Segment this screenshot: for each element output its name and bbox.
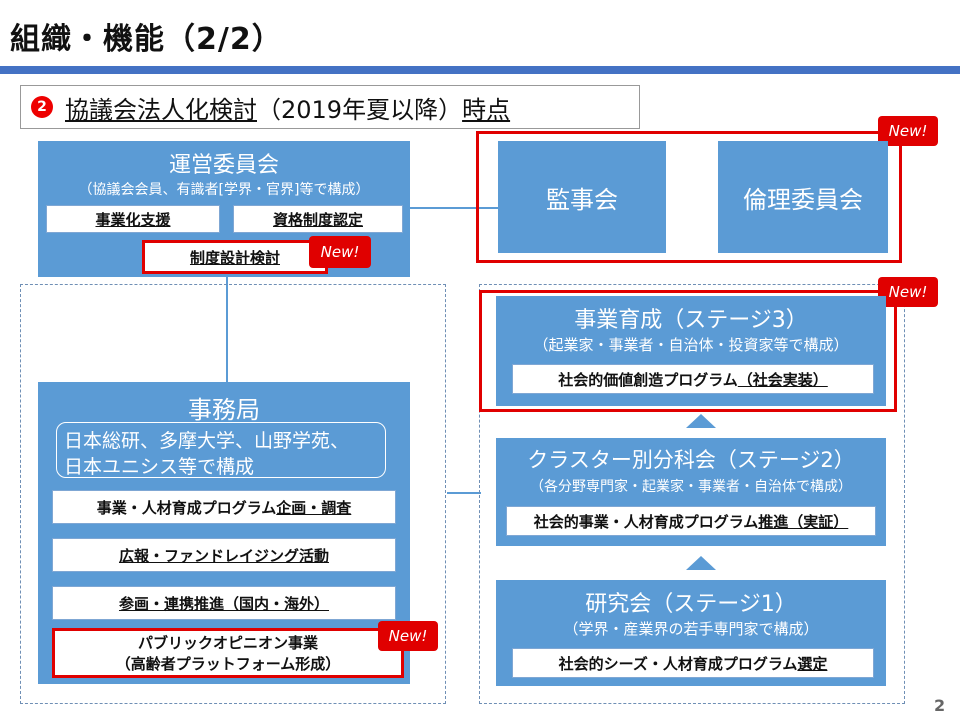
steering-committee-box: 運営委員会 （協議会会員、有識者[学界・官界]等で構成） 事業化支援 資格制度認…: [38, 141, 410, 277]
secretariat-item-pr: 広報・ファンドレイジング活動: [52, 538, 396, 572]
new-badge: New!: [878, 116, 938, 146]
new-badge: New!: [378, 621, 438, 651]
auditors-label: 監事会: [546, 185, 618, 214]
item-label-underlined: 広報・ファンドレイジング活動: [118, 546, 329, 565]
secretariat-item-public-opinion: パブリックオピニオン事業 （高齢者プラットフォーム形成）: [52, 628, 404, 678]
board-item-certification: 資格制度認定: [233, 205, 403, 233]
program-label-underlined: 選定: [797, 654, 828, 673]
stage2-box: クラスター別分科会（ステージ2） （各分野専門家・起業家・事業者・自治体で構成）…: [496, 438, 886, 546]
item-label-underlined: 参画・連携推進（国内・海外）: [118, 594, 329, 613]
secretariat-dashed-frame: [20, 284, 446, 704]
program-label-underlined: 推進（実証）: [758, 512, 849, 531]
section-number-badge: 2: [31, 96, 53, 118]
section-heading: 協議会法人化検討（2019年夏以降）時点: [65, 90, 510, 125]
new-badge: New!: [309, 236, 371, 268]
stage3-program: 社会的価値創造プログラム（社会実装）: [512, 364, 874, 394]
ethics-committee-label: 倫理委員会: [743, 185, 863, 214]
secretariat-members-bracket: [56, 422, 386, 478]
stage2-title: クラスター別分科会（ステージ2）: [527, 448, 855, 472]
secretariat-title: 事務局: [188, 396, 260, 424]
board-item-label: 資格制度認定: [272, 210, 363, 229]
item-label-underlined: 企画・調査: [276, 498, 352, 517]
program-label-underlined: （社会実装）: [737, 370, 828, 389]
auditors-box: 監事会: [498, 141, 666, 253]
stage-arrow-up: [686, 556, 716, 570]
steering-committee-subtitle: （協議会会員、有識者[学界・官界]等で構成）: [78, 182, 370, 198]
program-label-plain: 社会的事業・人材育成プログラム: [533, 512, 759, 531]
board-item-label: 制度設計検討: [189, 248, 280, 267]
connector-board-auditors: [410, 207, 498, 209]
stage3-title: 事業育成（ステージ3）: [574, 308, 808, 333]
board-item-label: 事業化支援: [95, 210, 171, 229]
page-number: 2: [934, 696, 946, 715]
stage1-program: 社会的シーズ・人材育成プログラム選定: [512, 648, 874, 678]
board-item-system-design: 制度設計検討: [142, 240, 328, 274]
section-heading-main: 協議会法人化検討: [65, 95, 257, 124]
item-label-line1: パブリックオピニオン事業: [137, 634, 318, 652]
stage2-program: 社会的事業・人材育成プログラム推進（実証）: [506, 506, 876, 536]
title-divider-bar: [0, 66, 960, 74]
stage-arrow-up: [686, 414, 716, 428]
secretariat-members-line1: 日本総研、多摩大学、山野学苑、: [64, 430, 350, 452]
stages-dashed-frame: [479, 284, 905, 704]
secretariat-item-partnership: 参画・連携推進（国内・海外）: [52, 586, 396, 620]
section-heading-tail: 時点: [462, 95, 511, 124]
secretariat-item-planning: 事業・人材育成プログラム企画・調査: [52, 490, 396, 524]
connector-secretariat-stages: [447, 492, 481, 494]
stage2-subtitle: （各分野専門家・起業家・事業者・自治体で構成）: [530, 479, 852, 495]
steering-committee-title: 運営委員会: [168, 153, 279, 178]
ethics-committee-box: 倫理委員会: [718, 141, 888, 253]
connector-board-secretariat: [226, 276, 228, 382]
secretariat-members-line2: 日本ユニシス等で構成: [64, 456, 255, 478]
stage1-subtitle: （学界・産業界の若手専門家で構成）: [563, 620, 819, 638]
page-title: 組織・機能（2/2）: [10, 22, 283, 57]
item-label-line2: （高齢者プラットフォーム形成）: [115, 655, 341, 673]
board-item-business-support: 事業化支援: [46, 205, 220, 233]
program-label-plain: 社会的価値創造プログラム: [558, 370, 738, 389]
new-committees-frame: [476, 131, 902, 263]
stage3-subtitle: （起業家・事業者・自治体・投資家等で構成）: [533, 336, 849, 354]
stage1-box: 研究会（ステージ1） （学界・産業界の若手専門家で構成） 社会的シーズ・人材育成…: [496, 580, 886, 686]
section-header: 2 協議会法人化検討（2019年夏以降）時点: [20, 85, 640, 129]
stage1-title: 研究会（ステージ1）: [585, 592, 797, 617]
new-badge: New!: [878, 277, 938, 307]
item-label-plain: 事業・人材育成プログラム: [96, 498, 277, 517]
stage3-box: 事業育成（ステージ3） （起業家・事業者・自治体・投資家等で構成） 社会的価値創…: [496, 296, 886, 406]
secretariat-box: 事務局 日本総研、多摩大学、山野学苑、 日本ユニシス等で構成 事業・人材育成プロ…: [38, 382, 410, 684]
section-heading-paren: （2019年夏以降）: [257, 95, 463, 124]
program-label-plain: 社会的シーズ・人材育成プログラム: [558, 654, 798, 673]
stage3-new-frame: [479, 290, 897, 412]
